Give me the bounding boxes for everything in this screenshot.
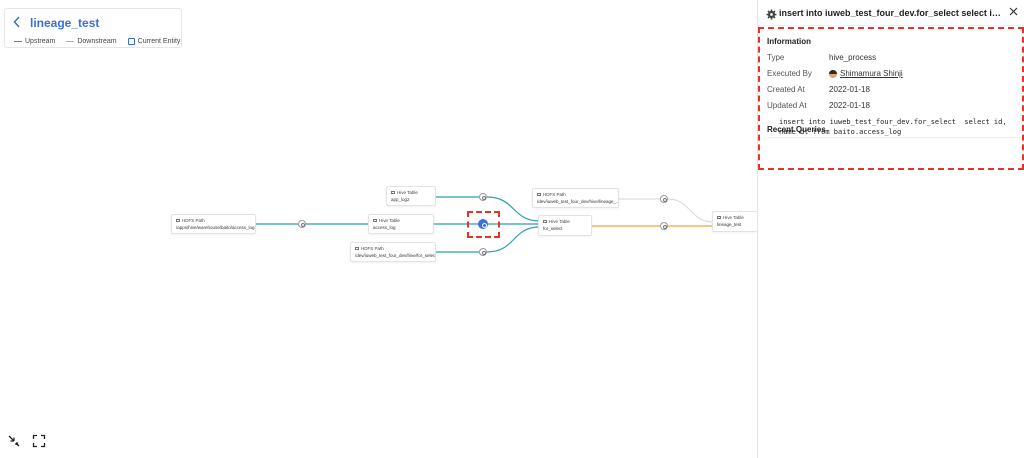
upstream-swatch-icon <box>14 41 22 42</box>
downstream-swatch-icon <box>66 41 75 42</box>
created-at-label: Created At <box>767 85 805 94</box>
node-type: Hive Table <box>549 219 570 224</box>
process-node[interactable] <box>660 195 668 203</box>
type-value: hive_process <box>829 53 877 62</box>
node-name: for_select <box>543 226 563 231</box>
information-heading: Information <box>767 37 811 46</box>
information-section: Information Type hive_process Executed B… <box>758 27 1024 170</box>
hdfs-icon <box>355 247 359 250</box>
process-node-selected[interactable] <box>478 219 488 229</box>
node-name: /dev/iuweb_test_four_dev/hive/for_select <box>355 253 436 258</box>
fullscreen-icon <box>32 434 46 448</box>
recent-query-text: insert into iuweb_test_four_dev.for_sele… <box>779 118 1007 136</box>
executed-by-label: Executed By <box>767 69 812 78</box>
legend: Upstream Downstream Current Entity <box>14 38 185 45</box>
legend-downstream: Downstream <box>66 38 117 45</box>
detail-panel-header: insert into iuweb_test_four_dev.for_sele… <box>758 0 1024 26</box>
node-type: Hive Table <box>379 218 400 223</box>
edge-proc3-forselect <box>486 196 539 222</box>
table-icon <box>391 191 395 194</box>
node-name: app_log2 <box>391 197 410 202</box>
edge-proc6-lineagetest <box>667 198 713 223</box>
updated-at-value: 2022-01-18 <box>829 101 870 110</box>
legend-downstream-label: Downstream <box>77 38 117 45</box>
process-node[interactable] <box>660 222 668 230</box>
lineage-header-card: lineage_test Upstream Downstream Current… <box>4 8 182 48</box>
lineage-edges <box>256 196 713 253</box>
avatar <box>829 69 837 78</box>
gear-icon <box>766 7 777 20</box>
node-type: HDFS Path <box>361 246 384 251</box>
legend-current-entity: Current Entity <box>127 38 181 45</box>
node-type: Hive Table <box>397 190 418 195</box>
hdfs-icon <box>176 219 180 222</box>
type-label: Type <box>767 53 785 62</box>
legend-upstream-label: Upstream <box>25 38 56 45</box>
lineage-canvas[interactable]: lineage_test Upstream Downstream Current… <box>0 0 757 458</box>
executed-by-value: Shimamura Shinji <box>829 69 903 78</box>
node-name: /apps/hive/warehouse/baito/access_log <box>176 225 255 230</box>
hdfs-icon <box>537 193 541 196</box>
node-hive-access-log[interactable]: Hive Table access_log <box>368 214 434 234</box>
current-entity-square-icon <box>127 38 135 45</box>
updated-at-label: Updated At <box>767 101 807 110</box>
process-node[interactable] <box>298 220 306 228</box>
node-hive-for-select[interactable]: Hive Table for_select <box>538 215 592 236</box>
table-icon <box>717 216 721 219</box>
table-icon <box>373 219 377 222</box>
fullscreen-button[interactable] <box>30 432 48 450</box>
process-node[interactable] <box>479 193 487 201</box>
node-name: /dev/iuweb_test_four_dev/hive/lineage_..… <box>537 199 619 204</box>
table-icon <box>543 220 547 223</box>
detail-panel-title: insert into iuweb_test_four_dev.for_sele… <box>779 8 1001 18</box>
node-hdfs-lineage[interactable]: HDFS Path /dev/iuweb_test_four_dev/hive/… <box>532 188 619 208</box>
node-type: HDFS Path <box>182 218 205 223</box>
node-hdfs-for-select[interactable]: HDFS Path /dev/iuweb_test_four_dev/hive/… <box>350 242 436 262</box>
executed-by-user-link[interactable]: Shimamura Shinji <box>840 69 903 78</box>
back-chevron-icon[interactable] <box>13 16 25 30</box>
node-hdfs-baito-access-log[interactable]: HDFS Path /apps/hive/warehouse/baito/acc… <box>171 214 256 234</box>
created-at-value: 2022-01-18 <box>829 85 870 94</box>
arrows-in-icon <box>8 435 20 447</box>
collapse-button[interactable] <box>5 432 23 450</box>
recent-queries-heading: Recent Queries <box>767 125 826 134</box>
close-icon[interactable] <box>1007 6 1019 18</box>
node-type: Hive Table <box>723 215 744 220</box>
page-title: lineage_test <box>30 16 100 30</box>
detail-panel: insert into iuweb_test_four_dev.for_sele… <box>757 0 1024 458</box>
process-node[interactable] <box>479 248 487 256</box>
node-type: HDFS Path <box>543 192 566 197</box>
node-name: access_log <box>373 225 396 230</box>
node-name: lineage_test <box>717 222 742 227</box>
node-hive-lineage-test[interactable]: Hive Table lineage_test <box>712 211 757 232</box>
selection-highlight <box>467 211 500 238</box>
legend-current-entity-label: Current Entity <box>137 38 181 45</box>
legend-upstream: Upstream <box>14 38 55 45</box>
node-hive-app-log2[interactable]: Hive Table app_log2 <box>386 186 436 206</box>
divider <box>767 137 1019 138</box>
edge-proc4-forselect <box>486 226 539 253</box>
